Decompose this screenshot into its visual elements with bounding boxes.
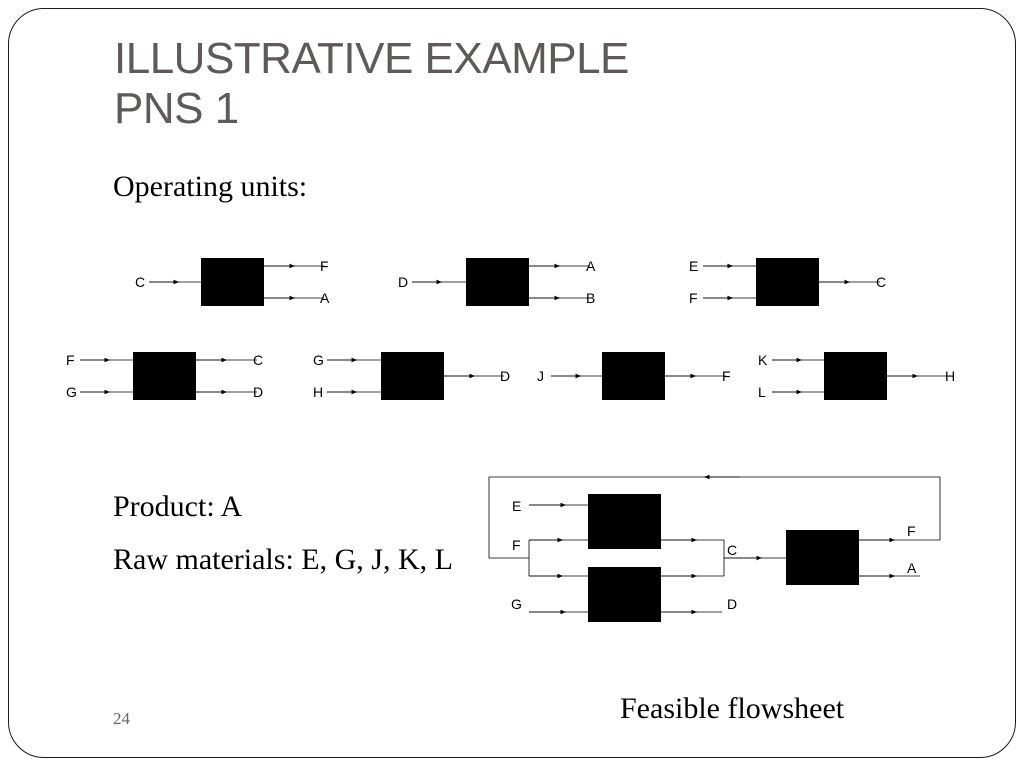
flowsheet-label-e: E bbox=[512, 498, 521, 514]
operating-units-label: Operating units: bbox=[113, 170, 308, 203]
page-number: 24 bbox=[113, 709, 130, 728]
input-label: E bbox=[689, 258, 698, 274]
input-label: G bbox=[66, 384, 77, 400]
input-label: G bbox=[313, 352, 324, 368]
operating-unit-2: D AB bbox=[398, 258, 596, 306]
output-label: F bbox=[320, 258, 329, 274]
operating-unit-4: FG CD bbox=[66, 352, 263, 400]
operating-unit-box bbox=[201, 258, 264, 306]
input-label: J bbox=[537, 368, 544, 384]
flowsheet-label-g: G bbox=[511, 596, 522, 612]
flowsheet-label-c: C bbox=[727, 542, 737, 558]
operating-unit-box bbox=[756, 258, 819, 306]
output-label: C bbox=[876, 274, 886, 290]
flowsheet-labels: E F G C D F A bbox=[511, 498, 917, 612]
flowsheet-unit-c bbox=[786, 530, 859, 585]
flowsheet-caption: Feasible flowsheet bbox=[620, 692, 845, 725]
operating-unit-box bbox=[466, 258, 529, 306]
input-label: F bbox=[66, 352, 75, 368]
input-label: L bbox=[758, 384, 766, 400]
output-label: D bbox=[253, 384, 263, 400]
flowsheet-label-a-out: A bbox=[907, 560, 917, 576]
flowsheet-label-d: D bbox=[727, 596, 737, 612]
output-label: D bbox=[500, 368, 510, 384]
feasible-flowsheet bbox=[488, 474, 941, 622]
input-label: C bbox=[135, 274, 145, 290]
operating-unit-box bbox=[824, 352, 887, 400]
title-line-2: PNS 1 bbox=[114, 84, 239, 133]
output-label: F bbox=[722, 368, 731, 384]
operating-unit-5: GH D bbox=[313, 352, 510, 400]
flowsheet-unit-ef bbox=[588, 494, 661, 549]
flowsheet-unit-fg bbox=[588, 567, 661, 622]
operating-unit-3: EF C bbox=[689, 258, 886, 306]
slide-frame bbox=[8, 8, 1016, 758]
output-label: A bbox=[586, 258, 596, 274]
product-label: Product: A bbox=[113, 490, 243, 523]
operating-unit-7: KL H bbox=[758, 352, 955, 400]
operating-unit-box bbox=[602, 352, 665, 400]
input-label: F bbox=[689, 290, 698, 306]
operating-unit-1: C FA bbox=[135, 258, 330, 306]
input-label: K bbox=[758, 352, 768, 368]
title-line-1: ILLUSTRATIVE EXAMPLE bbox=[114, 34, 629, 83]
output-label: H bbox=[945, 368, 955, 384]
flowsheet-label-f-out: F bbox=[907, 523, 916, 539]
input-label: D bbox=[398, 274, 408, 290]
slide-title: ILLUSTRATIVE EXAMPLE PNS 1 bbox=[114, 34, 629, 134]
output-label: A bbox=[320, 290, 330, 306]
flowsheet-recycle-loop bbox=[488, 476, 941, 559]
output-label: B bbox=[586, 290, 595, 306]
input-label: H bbox=[313, 384, 323, 400]
output-label: C bbox=[253, 352, 263, 368]
raw-materials-label: Raw materials: E, G, J, K, L bbox=[113, 543, 453, 576]
flowsheet-label-f: F bbox=[512, 537, 521, 553]
operating-unit-box bbox=[133, 352, 196, 400]
operating-unit-box bbox=[381, 352, 444, 400]
